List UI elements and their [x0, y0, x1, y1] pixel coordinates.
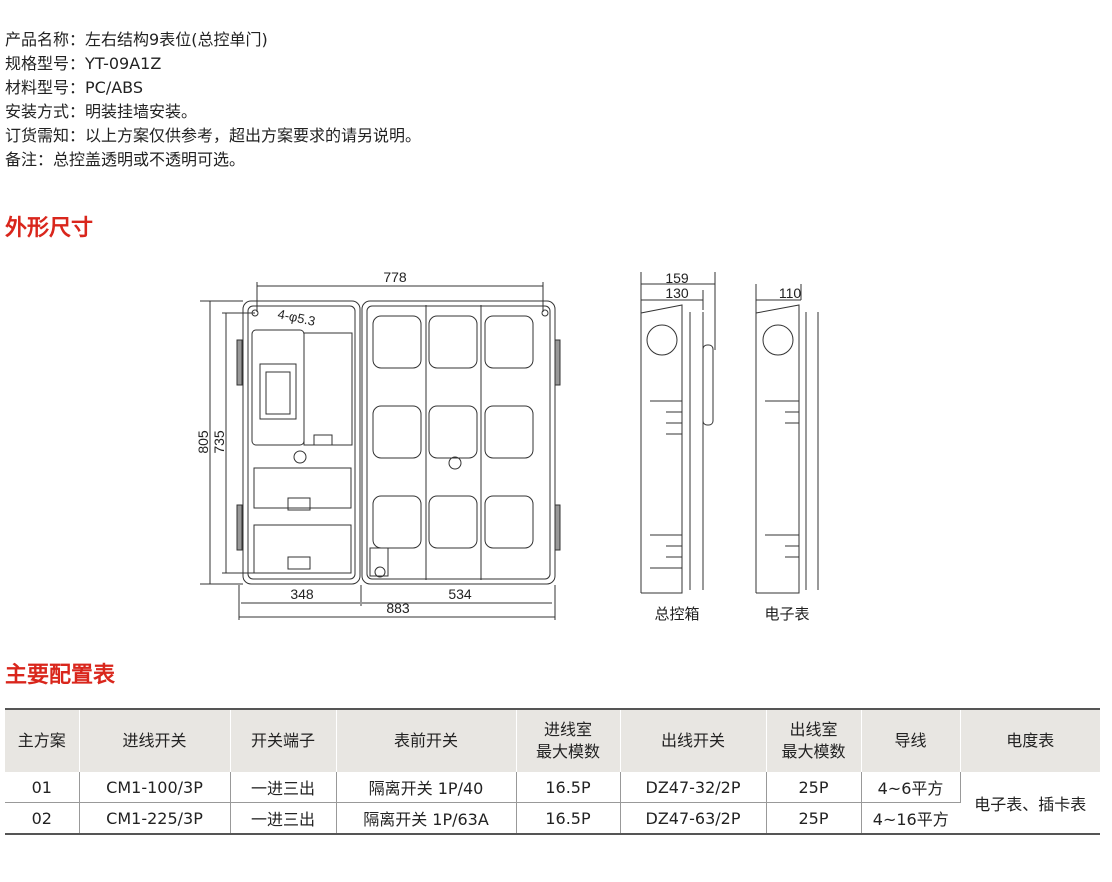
- cell: 25P: [766, 772, 862, 803]
- dim-total-width: 883: [386, 600, 410, 616]
- cell: 隔离开关 1P/40: [336, 772, 517, 803]
- dim-left-width: 348: [290, 586, 314, 602]
- spec-install: 安装方式：明装挂墙安装。: [5, 102, 198, 121]
- spec-model: 规格型号：YT-09A1Z: [5, 54, 162, 73]
- col-header: 导线: [861, 709, 961, 772]
- spec-name: 产品名称：左右结构9表位(总控单门): [5, 30, 268, 49]
- section-title-dimensions: 外形尺寸: [5, 216, 94, 241]
- spec-material: 材料型号：PC/ABS: [5, 78, 144, 97]
- cell: 01: [5, 772, 80, 803]
- section-title-config: 主要配置表: [5, 663, 116, 688]
- dim-depth-outer: 159: [665, 270, 689, 286]
- table-row: 01 CM1-100/3P 一进三出 隔离开关 1P/40 16.5P DZ47…: [5, 772, 1100, 835]
- front-view: [200, 282, 561, 620]
- cell: CM1-100/3P: [79, 772, 231, 803]
- table-header-row: 主方案 进线开关 开关端子 表前开关 进线室 最大模数 出线开关 出线室 最大模…: [5, 709, 1100, 772]
- caption-main-box: 总控箱: [654, 606, 699, 623]
- cell-meter-type: 电子表、插卡表: [960, 772, 1100, 835]
- table-row: 02 CM1-225/3P 一进三出 隔离开关 1P/63A 16.5P DZ4…: [5, 802, 1100, 835]
- col-header: 出线开关: [620, 709, 767, 772]
- dim-height-inner: 735: [211, 430, 227, 454]
- col-header: 开关端子: [230, 709, 337, 772]
- spec-note: 备注：总控盖透明或不透明可选。: [5, 150, 246, 169]
- cell: 一进三出: [230, 772, 337, 803]
- caption-meter-box: 电子表: [764, 606, 809, 623]
- cell: DZ47-63/2P: [620, 802, 767, 835]
- col-header: 进线室 最大模数: [516, 709, 621, 772]
- cell: 25P: [766, 802, 862, 835]
- cell: 4~16平方: [861, 802, 960, 835]
- meter-slots: [372, 315, 534, 549]
- dim-height-outer: 805: [195, 430, 211, 454]
- dim-width-top: 778: [383, 269, 407, 285]
- col-header: 主方案: [5, 709, 80, 772]
- cell: 16.5P: [516, 772, 621, 803]
- col-header: 电度表: [960, 709, 1100, 772]
- cell: DZ47-32/2P: [620, 772, 767, 803]
- config-table: 主方案 进线开关 开关端子 表前开关 进线室 最大模数 出线开关 出线室 最大模…: [5, 708, 1100, 835]
- col-header: 表前开关: [336, 709, 517, 772]
- dimension-drawing: 778 4-φ5.3 805 735 348 534 883 159 130 1…: [195, 269, 819, 623]
- cell: 隔离开关 1P/63A: [336, 802, 517, 835]
- cell: CM1-225/3P: [79, 802, 231, 835]
- dim-right-width: 534: [448, 586, 472, 602]
- spec-order: 订货需知：以上方案仅供参考，超出方案要求的请另说明。: [5, 126, 422, 145]
- cell: 02: [5, 802, 80, 835]
- side-view-main: [640, 272, 716, 594]
- dim-depth-inner: 130: [665, 285, 689, 301]
- cell: 一进三出: [230, 802, 337, 835]
- dim-meter-depth: 110: [779, 285, 802, 301]
- col-header: 进线开关: [79, 709, 231, 772]
- spec-list: 产品名称：左右结构9表位(总控单门) 规格型号：YT-09A1Z 材料型号：PC…: [5, 28, 421, 172]
- col-header: 出线室 最大模数: [766, 709, 862, 772]
- cell: 16.5P: [516, 802, 621, 835]
- side-view-meter: [755, 284, 819, 594]
- cell: 4~6平方: [861, 772, 961, 803]
- dim-hole: 4-φ5.3: [276, 306, 316, 329]
